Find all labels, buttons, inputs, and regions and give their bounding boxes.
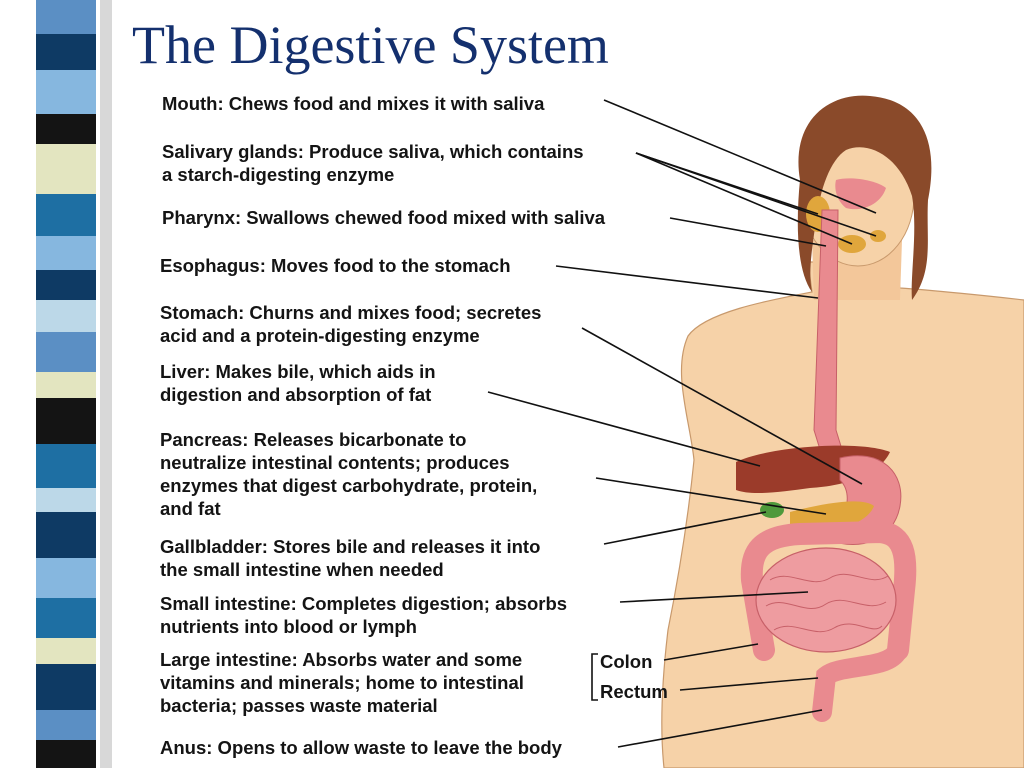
rectum	[812, 640, 908, 722]
label-large-intestine: Large intestine: Absorbs water and some …	[160, 648, 524, 717]
label-anus: Anus: Opens to allow waste to leave the …	[160, 737, 562, 758]
line-stomach	[581, 327, 863, 485]
label-colon: Colon	[600, 651, 653, 672]
hair	[797, 95, 932, 300]
label-gallbladder-line-2: the small intestine when needed	[160, 559, 444, 580]
leader-lines	[487, 99, 877, 748]
label-rectum: Rectum	[600, 681, 668, 702]
line-salivary-b	[635, 152, 853, 245]
line-rectum	[679, 677, 819, 691]
large-intestine-bracket	[591, 653, 598, 701]
label-esophagus: Esophagus: Moves food to the stomach	[160, 255, 511, 276]
label-salivary-glands: Salivary glands: Produce saliva, which c…	[162, 140, 584, 186]
label-pancreas-line-3: enzymes that digest carbohydrate, protei…	[160, 475, 538, 496]
label-gallbladder: Gallbladder: Stores bile and releases it…	[160, 535, 540, 581]
line-gallbladder	[603, 511, 767, 545]
label-small-intestine-line-1: Small intestine: Completes digestion; ab…	[160, 593, 568, 614]
label-liver-line-1: Liver: Makes bile, which aids in	[160, 361, 436, 382]
line-pharynx	[669, 217, 827, 247]
label-pancreas: Pancreas: Releases bicarbonate to neutra…	[160, 428, 537, 520]
line-small-intestine	[619, 591, 809, 603]
stripe-blocks	[36, 0, 96, 768]
label-pharynx: Pharynx: Swallows chewed food mixed with…	[162, 207, 606, 228]
label-mouth: Mouth: Chews food and mixes it with sali…	[162, 93, 545, 114]
line-colon	[663, 643, 759, 661]
label-salivary-line-1: Salivary glands: Produce saliva, which c…	[162, 141, 584, 162]
label-liver-line-2: digestion and absorption of fat	[160, 384, 432, 405]
label-large-intestine-line-3: bacteria; passes waste material	[160, 695, 438, 716]
page-title: The Digestive System	[132, 15, 609, 75]
label-stomach-line-1: Stomach: Churns and mixes food; secretes	[160, 302, 542, 323]
label-pancreas-line-2: neutralize intestinal contents; produces	[160, 452, 510, 473]
large-intestine	[740, 521, 917, 661]
small-intestine-coils	[765, 573, 889, 633]
line-liver	[487, 391, 761, 467]
line-salivary-c	[635, 152, 877, 237]
label-pancreas-line-1: Pancreas: Releases bicarbonate to	[160, 429, 467, 450]
label-small-intestine-line-2: nutrients into blood or lymph	[160, 616, 417, 637]
line-esophagus	[555, 265, 819, 299]
label-gallbladder-line-1: Gallbladder: Stores bile and releases it…	[160, 536, 541, 557]
small-intestine	[755, 547, 897, 653]
label-salivary-line-2: a starch-digesting enzyme	[162, 164, 395, 185]
label-liver: Liver: Makes bile, which aids in digesti…	[160, 360, 436, 406]
label-stomach-line-2: acid and a protein-digesting enzyme	[160, 325, 480, 346]
line-pancreas	[595, 477, 827, 515]
line-mouth	[603, 99, 877, 214]
label-pancreas-line-4: and fat	[160, 498, 221, 519]
salivary-gland-right	[870, 230, 886, 242]
label-small-intestine: Small intestine: Completes digestion; ab…	[160, 592, 567, 638]
label-large-intestine-line-2: vitamins and minerals; home to intestina…	[160, 672, 524, 693]
label-large-intestine-line-1: Large intestine: Absorbs water and some	[160, 649, 523, 670]
decorative-stripe	[0, 0, 112, 768]
line-anus	[617, 709, 823, 748]
label-stomach: Stomach: Churns and mixes food; secretes…	[160, 301, 541, 347]
